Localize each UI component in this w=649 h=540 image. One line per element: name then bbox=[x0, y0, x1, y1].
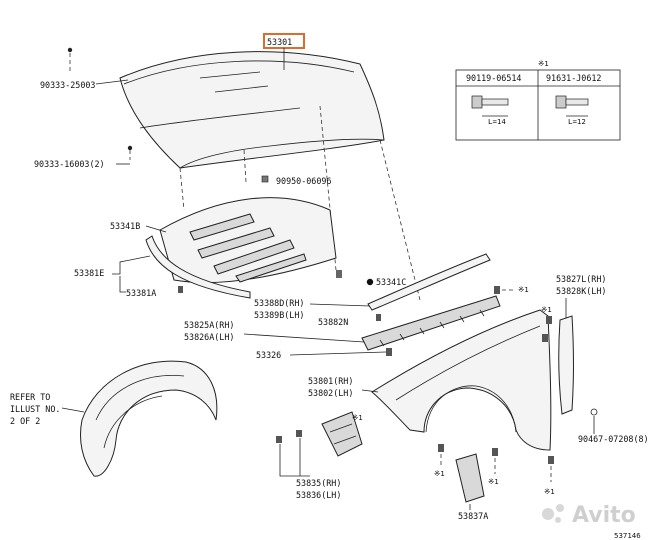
marker-fender-lower-left: ※1 bbox=[434, 469, 445, 478]
refer-line-2: ILLUST NO. bbox=[10, 404, 60, 414]
label-53341C: 53341C bbox=[376, 277, 406, 287]
hood-insulator[interactable] bbox=[159, 197, 337, 284]
fender-lower-bracket[interactable] bbox=[455, 453, 485, 503]
bolt-fender-lower-mid bbox=[492, 448, 498, 474]
bolt-90467-07208 bbox=[590, 408, 598, 416]
clip-53341C bbox=[336, 270, 374, 286]
table-col1-part: 90119-06514 bbox=[466, 73, 521, 83]
fender-liner[interactable] bbox=[80, 360, 218, 477]
front-fender[interactable] bbox=[371, 309, 552, 451]
label-53326: 53326 bbox=[256, 350, 281, 360]
label-53836: 53836(LH) bbox=[296, 490, 341, 500]
label-53801: 53801(RH) bbox=[308, 376, 353, 386]
label-53381A: 53381A bbox=[126, 288, 156, 298]
label-53837A: 53837A bbox=[458, 511, 488, 521]
label-90950-06096: 90950-06096 bbox=[276, 176, 331, 186]
label-53882N: 53882N bbox=[318, 317, 348, 327]
table-marker: ※1 bbox=[538, 59, 549, 68]
marker-fender-top: ※1 bbox=[518, 285, 529, 294]
clip-90950-06096 bbox=[261, 175, 269, 183]
bolt-fender-top bbox=[494, 286, 500, 294]
bolt-brace-mid bbox=[542, 334, 548, 342]
mudguard-bracket[interactable] bbox=[321, 411, 363, 457]
hood-seal-53381E[interactable] bbox=[145, 235, 251, 299]
footer-code: 537146 bbox=[614, 531, 641, 540]
refer-line-1: REFER TO bbox=[10, 392, 50, 402]
clip-mudguard-left bbox=[276, 430, 302, 443]
label-90333-25003: 90333-25003 bbox=[40, 80, 95, 90]
label-53381E: 53381E bbox=[74, 268, 104, 278]
label-53341B: 53341B bbox=[110, 221, 140, 231]
label-90333-16003: 90333-16003(2) bbox=[34, 159, 105, 169]
bolt-90333-16003 bbox=[127, 145, 133, 160]
label-53389B: 53389B(LH) bbox=[254, 310, 304, 320]
label-53828K: 53828K(LH) bbox=[556, 286, 606, 296]
hood-fender-seal[interactable] bbox=[367, 253, 491, 311]
label-90467: 90467-07208(8) bbox=[578, 434, 649, 444]
label-53826A: 53826A(LH) bbox=[184, 332, 234, 342]
bolt-brace-top bbox=[546, 316, 552, 324]
watermark-text: Avito bbox=[572, 503, 636, 528]
label-53301: 53301 bbox=[267, 37, 292, 47]
table-col2-len: L=12 bbox=[568, 117, 586, 126]
bolt-fender-lower-right bbox=[548, 456, 554, 482]
table-col2-part: 91631-J0612 bbox=[546, 73, 601, 83]
marker-brace-top: ※1 bbox=[541, 305, 552, 314]
label-53802: 53802(LH) bbox=[308, 388, 353, 398]
table-col1-len: L=14 bbox=[488, 117, 506, 126]
fender-seal-bracket[interactable] bbox=[361, 295, 501, 351]
label-53827L: 53827L(RH) bbox=[556, 274, 606, 284]
label-53835: 53835(RH) bbox=[296, 478, 341, 488]
marker-mudguard: ※1 bbox=[352, 413, 363, 422]
avito-watermark: Avito bbox=[542, 503, 636, 528]
marker-fender-lower-mid: ※1 bbox=[488, 477, 499, 486]
bolt-fender-lower-left bbox=[438, 444, 444, 466]
marker-fender-lower-right: ※1 bbox=[544, 487, 555, 496]
fender-brace[interactable] bbox=[558, 315, 574, 415]
clip-53326 bbox=[386, 348, 392, 356]
clip-53882N bbox=[376, 314, 381, 321]
bolt-90333-25003 bbox=[67, 47, 73, 72]
hood-panel[interactable] bbox=[119, 51, 385, 169]
bolt-table: ※1 90119-06514 91631-J0612 L=14 L=12 bbox=[455, 59, 621, 141]
label-53388D: 53388D(RH) bbox=[254, 298, 304, 308]
label-53825A: 53825A(RH) bbox=[184, 320, 234, 330]
clip-53381A bbox=[178, 286, 183, 293]
refer-line-3: 2 OF 2 bbox=[10, 416, 40, 426]
